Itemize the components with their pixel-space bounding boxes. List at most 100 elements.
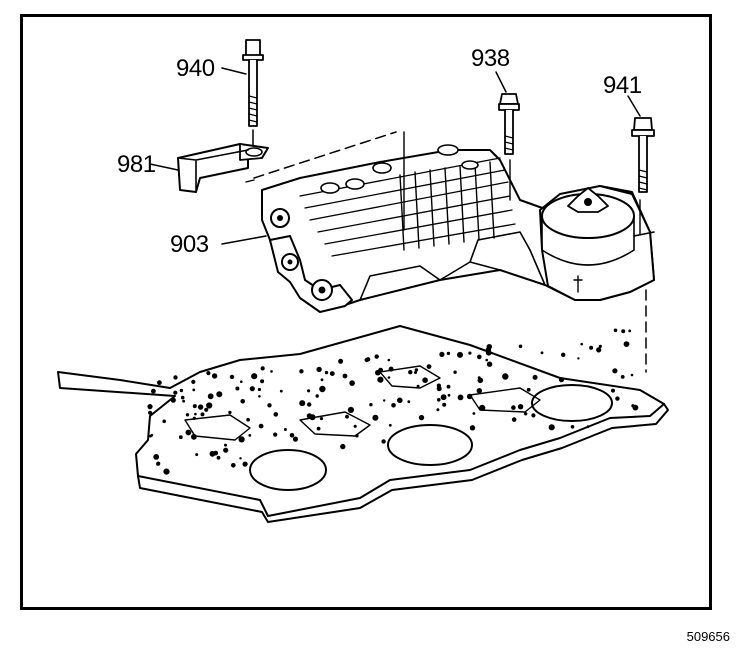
plate-orifice: [299, 369, 304, 374]
plate-orifice: [216, 455, 221, 460]
callout-981: 981: [117, 151, 156, 178]
plate-orifice: [447, 393, 451, 397]
plate-orifice: [192, 388, 196, 392]
plate-orifice: [416, 384, 420, 388]
plate-orifice: [632, 404, 639, 411]
plate-orifice: [260, 366, 265, 371]
plate-orifice: [270, 370, 273, 373]
plate-orifice: [228, 410, 232, 415]
plate-orifice: [472, 412, 476, 415]
plate-orifice: [439, 351, 445, 357]
plate-orifice: [170, 397, 176, 403]
leader-940: [221, 67, 247, 75]
plate-orifice: [246, 417, 250, 422]
alignment-lines-solid: [245, 131, 641, 235]
plate-orifice: [598, 344, 602, 348]
plate-orifice: [436, 383, 442, 388]
plate-orifice: [258, 423, 264, 429]
plate-orifice: [229, 374, 235, 380]
plate-orifice: [211, 373, 218, 379]
plate-orifice: [258, 395, 261, 398]
plate-orifice: [485, 347, 492, 353]
plate-orifice: [191, 379, 196, 384]
plate-orifice: [580, 342, 583, 346]
plate-orifice: [179, 388, 184, 393]
plate-orifice: [279, 389, 283, 393]
bolt-941: [631, 117, 655, 193]
plate-orifice: [180, 395, 185, 400]
plate-orifice: [191, 433, 197, 440]
plate-orifice: [292, 436, 299, 442]
plate-orifice: [197, 404, 204, 410]
plate-orifice: [248, 434, 252, 437]
plate-orifice: [570, 425, 575, 429]
plate-orifice: [611, 388, 615, 393]
plate-orifice: [540, 351, 544, 355]
plate-orifice: [397, 397, 403, 404]
plate-orifice: [150, 433, 154, 437]
alignment-lines: [253, 131, 647, 373]
plate-orifice: [257, 387, 261, 392]
plate-orifice: [200, 412, 205, 417]
plate-orifice: [446, 351, 451, 356]
plate-holes: [147, 328, 639, 475]
plate-orifice: [182, 399, 186, 403]
plate-orifice: [511, 417, 517, 422]
plate-orifice: [216, 391, 223, 398]
plate-orifice: [213, 450, 219, 456]
callout-938: 938: [471, 45, 510, 72]
plate-orifice: [239, 457, 242, 460]
plate-bore-center: [387, 424, 473, 466]
plate-orifice: [437, 398, 441, 402]
plate-orifice: [224, 443, 227, 447]
plate-orifice: [195, 453, 199, 457]
plate-orifice: [442, 402, 447, 407]
plate-orifice: [517, 404, 524, 410]
leader-941: [627, 95, 641, 117]
plate-orifice: [408, 370, 413, 375]
plate-orifice: [630, 373, 634, 377]
leader-903: [221, 235, 267, 245]
plate-orifice: [531, 413, 536, 418]
plate-orifice: [251, 373, 258, 380]
plate-orifice: [485, 358, 489, 362]
plate-orifice: [315, 394, 319, 398]
plate-orifice: [613, 328, 618, 333]
plate-orifice: [414, 371, 417, 374]
plate-orifice: [414, 368, 419, 372]
plate-orifice: [320, 378, 324, 382]
plate-orifice: [628, 329, 632, 333]
plate-orifice: [440, 394, 447, 401]
plate-orifice: [457, 394, 464, 401]
plate-orifice: [324, 370, 329, 375]
plate-orifice: [273, 432, 278, 437]
plate-orifice: [526, 387, 531, 392]
plate-orifice: [476, 388, 482, 394]
plate-orifice: [299, 400, 306, 407]
plate-orifice: [273, 412, 279, 417]
plate-orifice: [192, 416, 196, 420]
plate-orifice: [548, 424, 555, 431]
plate-orifice: [338, 358, 344, 364]
plate-orifice: [468, 351, 472, 355]
plate-orifice: [457, 351, 463, 358]
plate-orifice: [621, 329, 626, 334]
plate-orifice: [381, 439, 386, 444]
plate-orifice: [242, 461, 248, 467]
plate-orifice: [355, 434, 359, 438]
plate-orifice: [446, 384, 451, 389]
plate-orifice: [422, 377, 428, 384]
plate-orifice: [345, 414, 349, 419]
plate-orifice: [524, 412, 528, 416]
plate-orifice: [349, 380, 355, 386]
plate-orifice: [223, 447, 229, 453]
plate-orifice: [577, 357, 580, 360]
plate-orifice: [153, 454, 160, 460]
plate-orifice: [231, 463, 236, 468]
plate-orifice: [418, 414, 425, 421]
plate-orifice: [173, 375, 178, 380]
plate-orifice: [375, 369, 381, 376]
plate-orifice: [466, 393, 473, 400]
plate-orifice: [436, 408, 440, 412]
